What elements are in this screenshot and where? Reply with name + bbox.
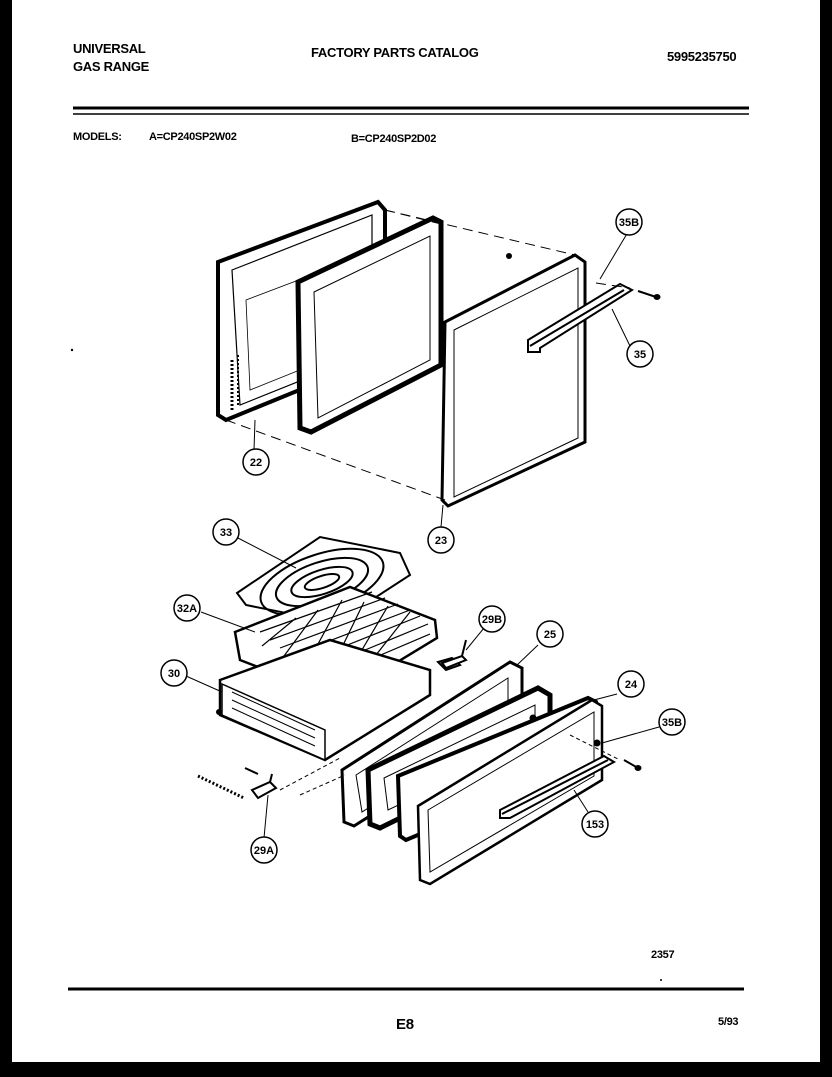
- door-insulation-part: [295, 215, 444, 435]
- callout-label-35: 35: [634, 349, 646, 361]
- drawer-handle-screw-part: [529, 714, 642, 771]
- callout-35b-bottom: [658, 708, 686, 736]
- callout-35b-top: [615, 208, 643, 236]
- callout-label-23: 23: [435, 535, 447, 547]
- callout-30: [160, 659, 188, 687]
- door-handle-part: [527, 282, 635, 353]
- callout-35: [626, 340, 654, 368]
- header-rule: [73, 106, 749, 115]
- models-label: MODELS:: [73, 131, 122, 143]
- callout-29a: [250, 836, 278, 864]
- callout-label-153: 153: [586, 819, 604, 831]
- callout-label-24: 24: [625, 679, 638, 691]
- drawer-handle-part: [499, 754, 617, 819]
- lower-leaders: [185, 537, 660, 839]
- drawer-front-part: [416, 698, 604, 886]
- callout-24: [617, 670, 645, 698]
- drawer-spring-part: [197, 774, 245, 800]
- page-date: 5/93: [718, 1016, 739, 1028]
- drawer-clip-top-part: [440, 639, 468, 670]
- upper-assembly-guides: [225, 209, 631, 501]
- drawer-clip-bottom-part: [244, 767, 278, 800]
- callout-label-33: 33: [220, 527, 232, 539]
- broiler-drawer-body-part: [216, 638, 462, 762]
- callout-label-29b: 29B: [482, 614, 502, 626]
- outer-door-panel-part: [440, 253, 587, 508]
- model-b: B=CP240SP2D02: [351, 133, 437, 145]
- door-bolt-dot: [506, 253, 512, 259]
- catalog-title: FACTORY PARTS CATALOG: [311, 45, 479, 60]
- callout-label-25: 25: [544, 629, 556, 641]
- callout-23: [427, 526, 455, 554]
- callout-label-29a: 29A: [254, 845, 274, 857]
- callout-153: [581, 810, 609, 838]
- lower-assembly-guides: [279, 734, 621, 796]
- callout-label-35b-top: 35B: [619, 217, 639, 229]
- callout-25: [536, 620, 564, 648]
- catalog-sheet: [12, 0, 820, 1062]
- drawing-number: 2357: [651, 949, 675, 961]
- callout-32a: [173, 594, 201, 622]
- brand-line-1: UNIVERSAL: [73, 41, 146, 56]
- callout-label-30: 30: [168, 668, 180, 680]
- callout-22: [242, 448, 270, 476]
- callout-33: [212, 518, 240, 546]
- handle-screw-part: [637, 290, 661, 300]
- callout-label-22: 22: [250, 457, 262, 469]
- callout-label-32a: 32A: [177, 603, 197, 615]
- scan-specks: [70, 31, 825, 981]
- callout-29b: [478, 605, 506, 633]
- brand-line-2: GAS RANGE: [73, 59, 150, 74]
- section-code: E8: [396, 1016, 414, 1033]
- catalog-number: 5995235750: [667, 49, 737, 64]
- upper-leaders: [253, 231, 631, 528]
- callout-label-35b-bottom: 35B: [662, 717, 682, 729]
- model-a: A=CP240SP2W02: [149, 131, 237, 143]
